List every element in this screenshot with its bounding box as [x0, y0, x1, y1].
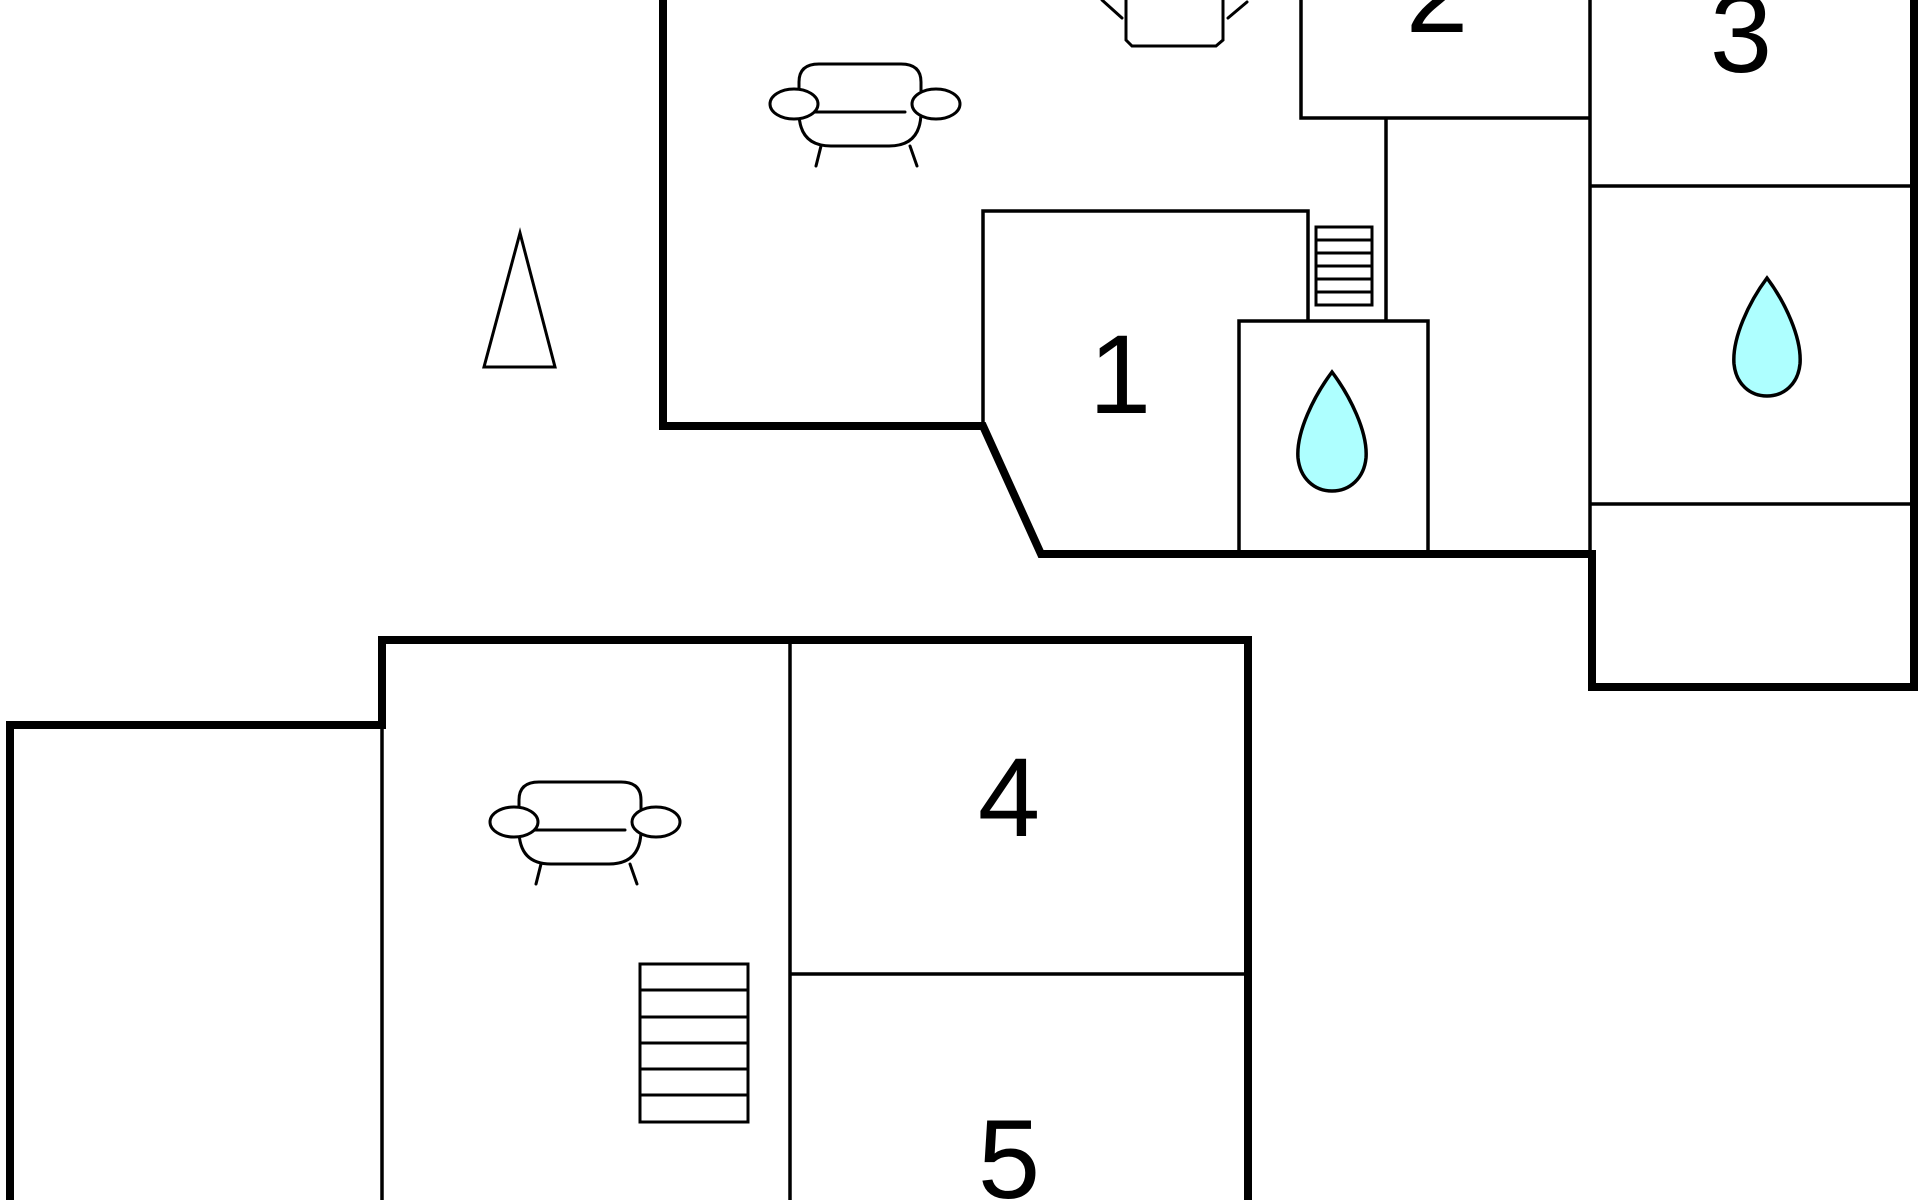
stairs-icon [638, 962, 750, 1124]
room-4-label: 4 [978, 735, 1040, 860]
room-1-label: 1 [1089, 312, 1151, 437]
tree-icon [482, 227, 557, 369]
stairs-icon [1314, 225, 1374, 307]
room-2-wall [1299, 0, 1590, 120]
room-3-label: 3 [1710, 0, 1772, 96]
bathroom-1-wall [1237, 319, 1430, 554]
lower-building [6, 636, 1252, 1200]
room-1-wall [981, 209, 1310, 426]
upper-building [659, 0, 1918, 691]
table-chair-icon [1100, 0, 1249, 48]
water-drop-icon [1732, 275, 1802, 398]
upper-living-outer-wall [659, 0, 1918, 691]
sofa-icon [768, 62, 962, 168]
lower-outer-wall [6, 636, 1252, 1200]
room-2-label: 2 [1406, 0, 1468, 56]
room-5-label: 5 [978, 1097, 1040, 1200]
sofa-icon [488, 780, 682, 886]
water-drop-icon [1296, 369, 1368, 493]
